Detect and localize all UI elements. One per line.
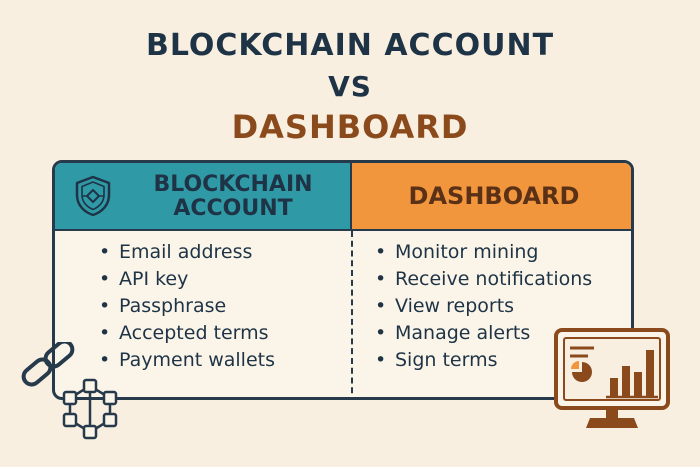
title-line-3: DASHBOARD: [231, 108, 469, 146]
list-item: •Email address: [99, 241, 253, 263]
list-item: •Manage alerts: [375, 322, 531, 344]
chain-network-icon: [21, 342, 118, 440]
list-item-label: Payment wallets: [119, 349, 275, 371]
list-item-label: Passphrase: [119, 295, 227, 317]
title-line-1: BLOCKCHAIN ACCOUNT: [145, 28, 555, 63]
title-line-2: VS: [328, 70, 372, 103]
list-item-label: Receive notifications: [395, 268, 593, 290]
comparison-card: BLOCKCHAIN ACCOUNT DASHBOARD •Email addr…: [52, 160, 634, 400]
blockchain-account-heading: BLOCKCHAIN ACCOUNT: [153, 172, 313, 221]
list-item-label: Manage alerts: [395, 322, 531, 344]
list-item: •Receive notifications: [375, 268, 593, 290]
column-divider: [351, 231, 353, 397]
monitor-chart-icon: [554, 328, 670, 428]
list-item-label: API key: [119, 268, 189, 290]
list-item: •Payment wallets: [99, 349, 275, 371]
shield-icon: [75, 175, 111, 217]
blockchain-account-list: •Email address •API key •Passphrase •Acc…: [99, 239, 275, 374]
list-item-label: Monitor mining: [395, 241, 539, 263]
dashboard-header: [351, 163, 631, 229]
list-item-label: View reports: [395, 295, 515, 317]
header-divider: [350, 163, 352, 229]
list-item-label: Sign terms: [395, 349, 498, 371]
list-item: •API key: [99, 268, 189, 290]
list-item: •Passphrase: [99, 295, 227, 317]
list-item: •Accepted terms: [99, 322, 269, 344]
header-bottom-border: [55, 229, 631, 231]
list-item: •Sign terms: [375, 349, 498, 371]
list-item-label: Email address: [119, 241, 253, 263]
list-item-label: Accepted terms: [119, 322, 269, 344]
list-item: •Monitor mining: [375, 241, 539, 263]
dashboard-heading: DASHBOARD: [408, 182, 580, 210]
dashboard-list: •Monitor mining •Receive notifications •…: [375, 239, 592, 374]
list-item: •View reports: [375, 295, 515, 317]
